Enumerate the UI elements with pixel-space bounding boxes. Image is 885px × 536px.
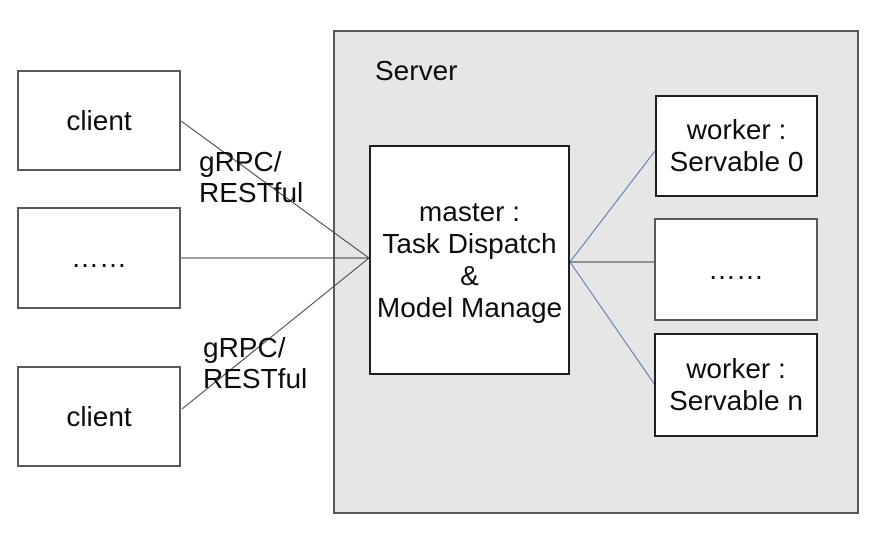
edge-label-grpc-top: gRPC/ RESTful xyxy=(199,146,304,208)
node-master: master : Task Dispatch & Model Manage xyxy=(369,145,570,375)
node-client-bottom-label: client xyxy=(66,400,132,432)
server-label: Server xyxy=(375,55,458,86)
edge-label-grpc-bottom: gRPC/ RESTful xyxy=(203,332,308,394)
node-worker-n: worker : Servable n xyxy=(654,333,818,437)
node-clients-more: …… xyxy=(17,207,181,309)
node-master-label: master : Task Dispatch & Model Manage xyxy=(376,196,563,323)
node-client-bottom: client xyxy=(17,366,181,467)
node-workers-more: …… xyxy=(654,218,818,321)
node-clients-more-label: …… xyxy=(71,242,127,273)
node-worker-n-label: worker : Servable n xyxy=(669,353,803,416)
node-worker-0: worker : Servable 0 xyxy=(655,95,818,197)
node-client-top-label: client xyxy=(66,104,132,136)
node-client-top: client xyxy=(17,70,181,171)
node-worker-0-label: worker : Servable 0 xyxy=(669,114,804,177)
node-workers-more-label: …… xyxy=(708,253,764,285)
